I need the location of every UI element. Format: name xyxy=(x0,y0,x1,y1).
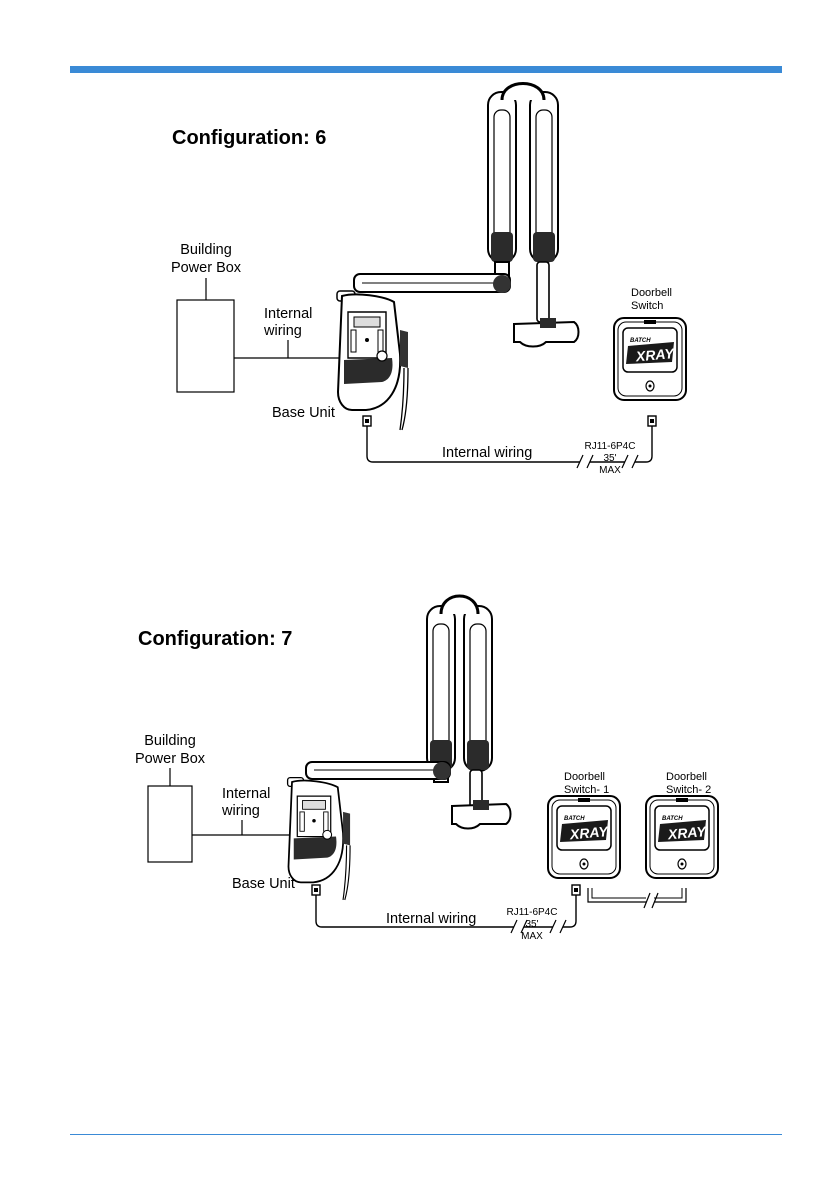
building-power-box: Building Power Box xyxy=(171,242,242,392)
doorbell1-label-2: Switch- 1 xyxy=(564,784,609,796)
cable-label-3: MAX xyxy=(599,465,621,476)
power-box-7-label-2: Power Box xyxy=(135,751,206,767)
base-unit-label: Base Unit xyxy=(272,405,335,421)
config-6: Configuration: 6 Building Power Box Int xyxy=(171,84,686,477)
internal-wiring-7-label-2: wiring xyxy=(221,803,260,819)
config7-title: Configuration: 7 xyxy=(138,628,292,650)
internal-wiring-7-label-1: Internal xyxy=(222,786,270,802)
doorbell2-label-2: Switch- 2 xyxy=(666,784,711,796)
cable-label-1: RJ11-6P4C xyxy=(585,441,636,452)
doorbell1-label-1: Doorbell xyxy=(564,771,605,783)
base-unit-7 xyxy=(288,778,350,900)
doorbell1-jack xyxy=(572,885,580,895)
internal-wiring-label-1: Internal xyxy=(264,306,312,322)
power-box-label-1: Building xyxy=(180,242,232,258)
footer-rule xyxy=(70,1134,782,1135)
doorbell-label-1: Doorbell xyxy=(631,287,672,299)
base-jack xyxy=(363,416,371,426)
bottom-wiring-label: Internal wiring xyxy=(442,445,532,461)
doorbell-brand-small: BATCH xyxy=(630,338,651,344)
doorbell-label-2: Switch xyxy=(631,300,663,312)
cable-7-label-2: 35' xyxy=(525,919,538,930)
doorbell2-label-1: Doorbell xyxy=(666,771,707,783)
power-box-7-label-1: Building xyxy=(144,733,196,749)
config6-title: Configuration: 6 xyxy=(172,127,326,149)
config-7: Configuration: 7 Building Power Box Int xyxy=(135,596,718,942)
base-7-jack xyxy=(312,885,320,895)
internal-wiring-label-2: wiring xyxy=(263,323,302,339)
doorbell-jack xyxy=(648,416,656,426)
base-unit-7-label: Base Unit xyxy=(232,876,295,892)
cable-7-label-1: RJ11-6P4C xyxy=(507,907,558,918)
cable-label-2: 35' xyxy=(603,453,616,464)
cable-7-label-3: MAX xyxy=(521,931,543,942)
doorbell2-brand-small: BATCH xyxy=(662,816,683,822)
power-box-label-2: Power Box xyxy=(171,260,242,276)
base-unit xyxy=(337,291,408,430)
bottom-wiring-7-label: Internal wiring xyxy=(386,911,476,927)
building-power-box-7: Building Power Box xyxy=(135,733,206,862)
doorbell1-brand-small: BATCH xyxy=(564,816,585,822)
